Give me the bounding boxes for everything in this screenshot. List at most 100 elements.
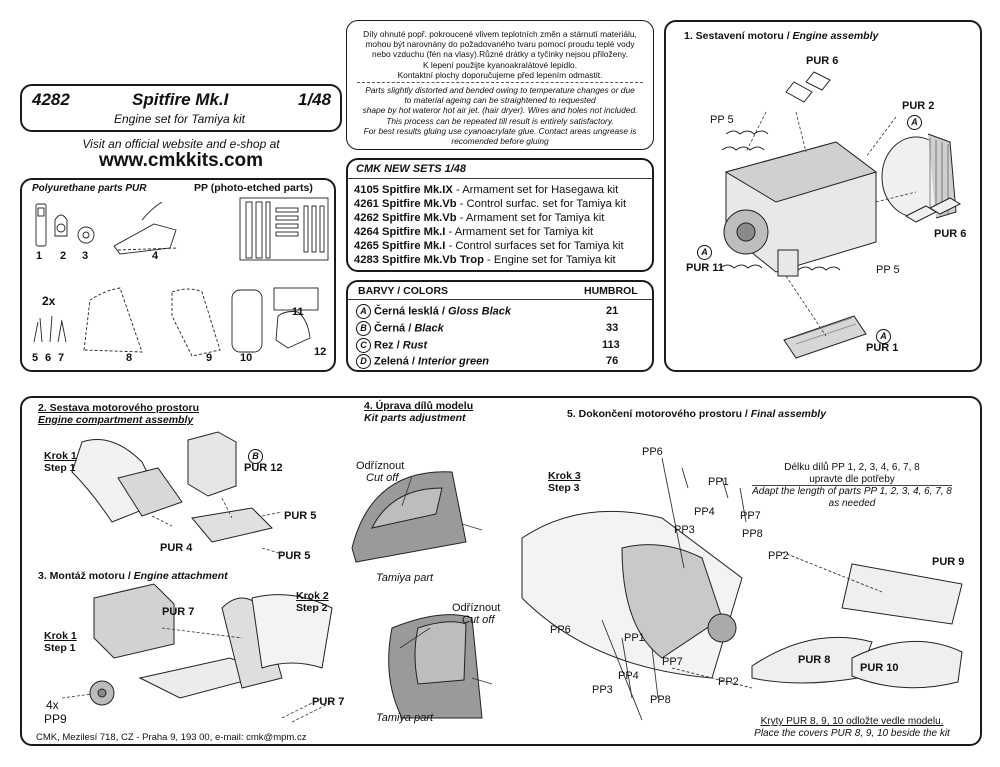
label-pur6-top: PUR 6 [806, 55, 839, 67]
label-pp4a: PP4 [694, 506, 715, 518]
new-set-item: 4265 Spitfire Mk.I - Control surfaces se… [354, 240, 624, 252]
engine-assembly-title: 1. Sestavení motoru / Engine assembly [684, 30, 879, 42]
label-pur6-right: PUR 6 [934, 228, 967, 240]
label-pp5-top: PP 5 [710, 114, 734, 126]
label-pp2b: PP2 [718, 676, 739, 688]
label-pur5a: PUR 5 [284, 510, 317, 522]
new-set-item: 4261 Spitfire Mk.Vb - Control surfac. se… [354, 198, 627, 210]
final-step: Krok 3 Step 3 [548, 470, 581, 494]
attachment-step2: Krok 2 Step 2 [296, 590, 329, 614]
instructions-drawings [61, 431, 963, 723]
part-num-6: 6 [45, 352, 52, 364]
color-marker: D [356, 354, 371, 369]
color-marker: B [356, 321, 371, 336]
part-num-7: 7 [58, 352, 65, 364]
label-tamiya-2: Tamiya part [376, 712, 434, 724]
notice-en-5: recomended before gluing [451, 136, 549, 147]
label-pur8: PUR 8 [798, 654, 831, 666]
label-pp4b: PP4 [618, 670, 639, 682]
label-pur11: PUR 11 [686, 262, 724, 274]
part-num-2: 2 [60, 250, 67, 262]
kit-title: Spitfire Mk.I [132, 90, 229, 109]
parts-multiplier: 2x [42, 294, 56, 308]
notice-en-4: For best results gluing use cyanoacrylat… [363, 125, 637, 136]
new-set-item: 4264 Spitfire Mk.I - Armament set for Ta… [354, 226, 594, 238]
engine-assembly-box: 1. Sestavení motoru / Engine assembly [664, 20, 982, 372]
new-sets-box: CMK NEW SETS 1/48 4105 Spitfire Mk.IX - … [346, 158, 654, 272]
label-pp2a: PP2 [768, 550, 789, 562]
color-marker: A [356, 304, 371, 319]
part-num-9: 9 [206, 352, 213, 364]
marker-a: A [907, 114, 925, 132]
part-num-4: 4 [152, 250, 159, 262]
label-pp6b: PP6 [550, 624, 571, 636]
label-pp7a: PP7 [740, 510, 761, 522]
label-pur7b: PUR 7 [312, 696, 345, 708]
label-pp1a: PP1 [708, 476, 729, 488]
label-pp3a: PP3 [674, 524, 695, 536]
notice-cz-2: nebo vzduchu (fén na vlasy).Různé drátky… [372, 49, 628, 60]
label-pur4: PUR 4 [160, 542, 193, 554]
label-cut-cz: Odříznout [356, 460, 405, 472]
instructions-box: 2. Sestava motorového prostoru Engine co… [20, 396, 982, 746]
part-num-11: 11 [292, 306, 304, 318]
color-code: 21 [606, 305, 619, 317]
visit-text: Visit an official website and e-shop at [82, 137, 280, 151]
new-set-item: 4105 Spitfire Mk.IX - Armament set for H… [354, 184, 619, 196]
final-title: 5. Dokončení motorového prostoru / Final… [567, 408, 827, 420]
label-pur12: PUR 12 [244, 462, 283, 474]
label-cut-en-2: Cut off [462, 614, 495, 626]
label-pp9: PP9 [44, 712, 67, 726]
part-num-5: 5 [32, 352, 39, 364]
part-num-12: 12 [314, 346, 327, 358]
label-pur1: PUR 1 [866, 342, 899, 354]
kit-number: 4282 [32, 90, 70, 109]
marker-a: A [697, 244, 715, 262]
notice-cz-1: mohou být narovnány do požadovaného tvar… [365, 39, 635, 50]
attachment-step1: Krok 1 Step 1 [44, 630, 77, 654]
pur-title: Polyurethane parts PUR [32, 183, 147, 194]
new-set-item: 4283 Spitfire Mk.Vb Trop - Engine set fo… [354, 254, 616, 266]
new-sets-title: CMK NEW SETS 1/48 [356, 163, 467, 175]
label-pp7b: PP7 [662, 656, 683, 668]
humbrol-label: HUMBROL [584, 285, 638, 297]
label-pp5-bottom: PP 5 [876, 264, 900, 276]
label-cut-en: Cut off [366, 472, 399, 484]
notice-box: Díly ohnuté popř. pokroucené vlivem tepl… [346, 20, 654, 150]
label-qty: 4x [46, 698, 59, 712]
pp-title: PP (photo-etched parts) [194, 182, 313, 194]
part-num-10: 10 [240, 352, 253, 364]
colors-title: BARVY / COLORS [358, 285, 449, 297]
notice-cz-4: Kontaktní plochy doporučujeme před lepen… [397, 69, 603, 80]
notice-cz-0: Díly ohnuté popř. pokroucené vlivem tepl… [363, 29, 637, 39]
adjust-title: 4. Úprava dílů modelu Kit parts adjustme… [364, 400, 474, 424]
notice-en-1: to material ageing can be straightened t… [404, 95, 596, 106]
notice-cz-3: K lepení použijte kyanoakralátové lepidl… [422, 59, 578, 70]
kit-subtitle: Engine set for Tamiya kit [114, 112, 245, 126]
label-pur2: PUR 2 [902, 100, 935, 112]
compartment-title: 2. Sestava motorového prostoru Engine co… [38, 402, 200, 426]
marker-b: B [248, 448, 266, 466]
color-code: 76 [606, 355, 619, 367]
label-tamiya-1: Tamiya part [376, 572, 434, 584]
kit-scale: 1/48 [298, 90, 332, 109]
label-pp8a: PP8 [742, 528, 763, 540]
part-num-3: 3 [82, 250, 89, 262]
label-pur5b: PUR 5 [278, 550, 311, 562]
color-code: 33 [606, 322, 619, 334]
header-box: 4282 Spitfire Mk.I 1/48 Engine set for T… [20, 84, 342, 132]
label-pur7a: PUR 7 [162, 606, 195, 618]
website-link[interactable]: www.cmkkits.com [98, 150, 264, 171]
notice-en-0: Parts slightly distorted and bended owin… [365, 85, 635, 96]
marker-a: A [876, 328, 894, 346]
label-pp1b: PP1 [624, 632, 645, 644]
notice-en-2: shape by hot wateror hot air jet. (hair … [362, 105, 638, 116]
label-pp8b: PP8 [650, 694, 671, 706]
color-code: 113 [602, 339, 620, 351]
final-note: Délku dílů PP 1, 2, 3, 4, 6, 7, 8 upravt… [752, 462, 952, 509]
covers-note: Kryty PUR 8, 9, 10 odložte vedle modelu.… [754, 716, 950, 739]
label-pur9: PUR 9 [932, 556, 965, 568]
